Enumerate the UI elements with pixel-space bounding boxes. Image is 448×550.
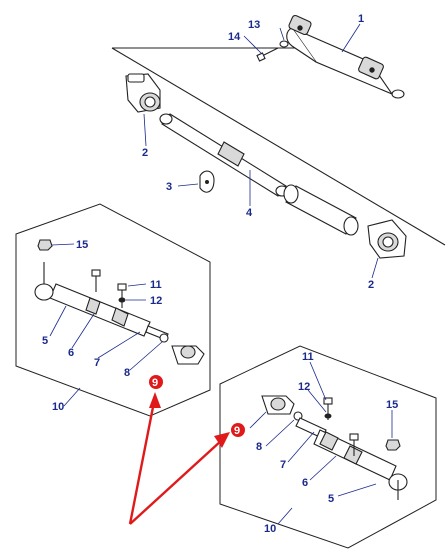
axle-housing-part-1 [286, 14, 405, 99]
tube-part-4 [159, 113, 289, 197]
callout-right-8: 8 [256, 441, 262, 453]
callout-left-10: 10 [52, 401, 64, 413]
highlight-arrows [128, 392, 230, 525]
callout-right-7: 7 [280, 459, 286, 471]
axle-boundary-line [111, 47, 446, 246]
callout-left-9: 9 [152, 377, 158, 389]
callout-labels: 1 13 14 2 3 4 2 15 11 12 5 6 7 8 9 10 11… [42, 13, 398, 535]
callout-left-7: 7 [94, 357, 100, 369]
callout-right-11: 11 [302, 351, 314, 363]
highlight-marker-left [149, 375, 163, 389]
leader-lines [49, 23, 393, 525]
callout-4: 4 [246, 207, 253, 219]
highlight-marker-right [231, 423, 245, 437]
callout-13: 13 [248, 19, 260, 31]
callout-3: 3 [166, 181, 172, 193]
callout-2-left: 2 [142, 147, 148, 159]
steering-cylinder-panel-left [15, 203, 211, 417]
callout-left-12: 12 [150, 295, 162, 307]
callout-right-5: 5 [328, 493, 334, 505]
clamp-bracket-part-2-right [367, 219, 407, 259]
callout-left-6: 6 [68, 347, 74, 359]
callout-right-15: 15 [386, 399, 398, 411]
callout-right-10: 10 [264, 523, 276, 535]
steering-cylinder-panel-right [219, 345, 437, 549]
washer-part-13 [279, 40, 289, 48]
callout-1: 1 [358, 13, 364, 25]
callout-14: 14 [228, 31, 241, 43]
callout-right-12: 12 [298, 381, 310, 393]
callout-left-8: 8 [124, 367, 130, 379]
sleeve-part [283, 184, 359, 236]
callout-left-11: 11 [150, 279, 162, 291]
callout-2-right: 2 [368, 279, 374, 291]
callout-left-5: 5 [42, 335, 48, 347]
bolt-part-14 [256, 47, 279, 62]
clamp-bracket-part-2-left [125, 73, 161, 113]
callout-left-15: 15 [76, 239, 88, 251]
callout-right-9: 9 [234, 425, 240, 437]
clip-part-3 [199, 170, 215, 193]
callout-right-6: 6 [302, 477, 308, 489]
